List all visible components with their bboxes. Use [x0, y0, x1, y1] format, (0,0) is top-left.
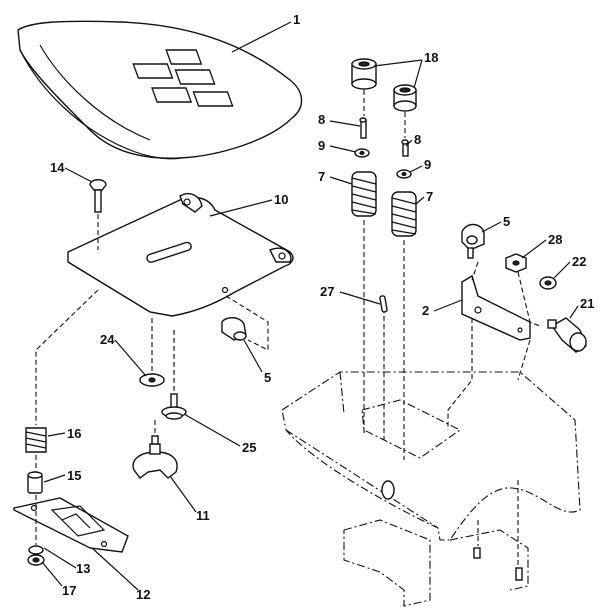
callout-5-upper: 5 — [503, 214, 510, 229]
shoulder-bolt — [161, 393, 187, 420]
compression-spring-right-upper — [391, 191, 417, 237]
spacer — [27, 471, 43, 494]
callout-17: 17 — [62, 583, 76, 598]
callout-11: 11 — [196, 508, 210, 523]
roll-pin — [379, 295, 388, 313]
callout-9-left: 9 — [318, 138, 325, 153]
seat-knob-upper — [461, 223, 485, 259]
callout-10: 10 — [274, 192, 288, 207]
callout-18: 18 — [424, 50, 438, 65]
callout-15: 15 — [67, 468, 81, 483]
callout-7-right: 7 — [426, 189, 433, 204]
pin-right — [401, 139, 409, 157]
star-washer — [539, 276, 557, 290]
compression-spring-left — [25, 427, 47, 453]
callout-27: 27 — [320, 284, 334, 299]
callout-7-left: 7 — [318, 169, 325, 184]
seat-pan — [67, 192, 294, 317]
callout-16: 16 — [67, 426, 81, 441]
callout-22: 22 — [572, 254, 586, 269]
adjusting-knob — [132, 435, 178, 479]
callout-8-left: 8 — [318, 112, 325, 127]
leader-lines — [41, 21, 579, 591]
seat-slide-bracket — [13, 497, 129, 553]
washer-left — [354, 148, 370, 158]
callout-25: 25 — [242, 440, 256, 455]
seat-switch — [547, 317, 587, 353]
pin-left — [359, 117, 367, 139]
rubber-bumper-right — [393, 84, 417, 112]
callout-28: 28 — [548, 232, 562, 247]
callout-labels: 1 18 8 8 9 9 7 7 14 10 5 28 22 27 2 21 2… — [50, 12, 594, 602]
washer-right — [396, 169, 412, 179]
callout-12: 12 — [136, 587, 150, 602]
seat-knob-lower — [221, 317, 247, 341]
rubber-bumper-left — [351, 58, 377, 90]
callout-5-lower: 5 — [264, 370, 271, 385]
callout-8-right: 8 — [414, 132, 421, 147]
compression-spring-left-upper — [351, 171, 377, 217]
seat-cushion — [17, 20, 303, 160]
callout-1: 1 — [293, 12, 300, 27]
hex-nut-upper — [505, 253, 527, 273]
fender-outline — [281, 371, 581, 607]
lock-washer — [28, 545, 44, 555]
callout-21: 21 — [580, 296, 594, 311]
flat-washer — [139, 373, 165, 387]
callout-2: 2 — [422, 303, 429, 318]
callout-13: 13 — [76, 561, 90, 576]
callout-24: 24 — [100, 332, 115, 347]
callout-9-right: 9 — [424, 157, 431, 172]
callout-14: 14 — [50, 160, 65, 175]
hex-nut — [27, 554, 45, 566]
carriage-bolt — [89, 179, 107, 213]
